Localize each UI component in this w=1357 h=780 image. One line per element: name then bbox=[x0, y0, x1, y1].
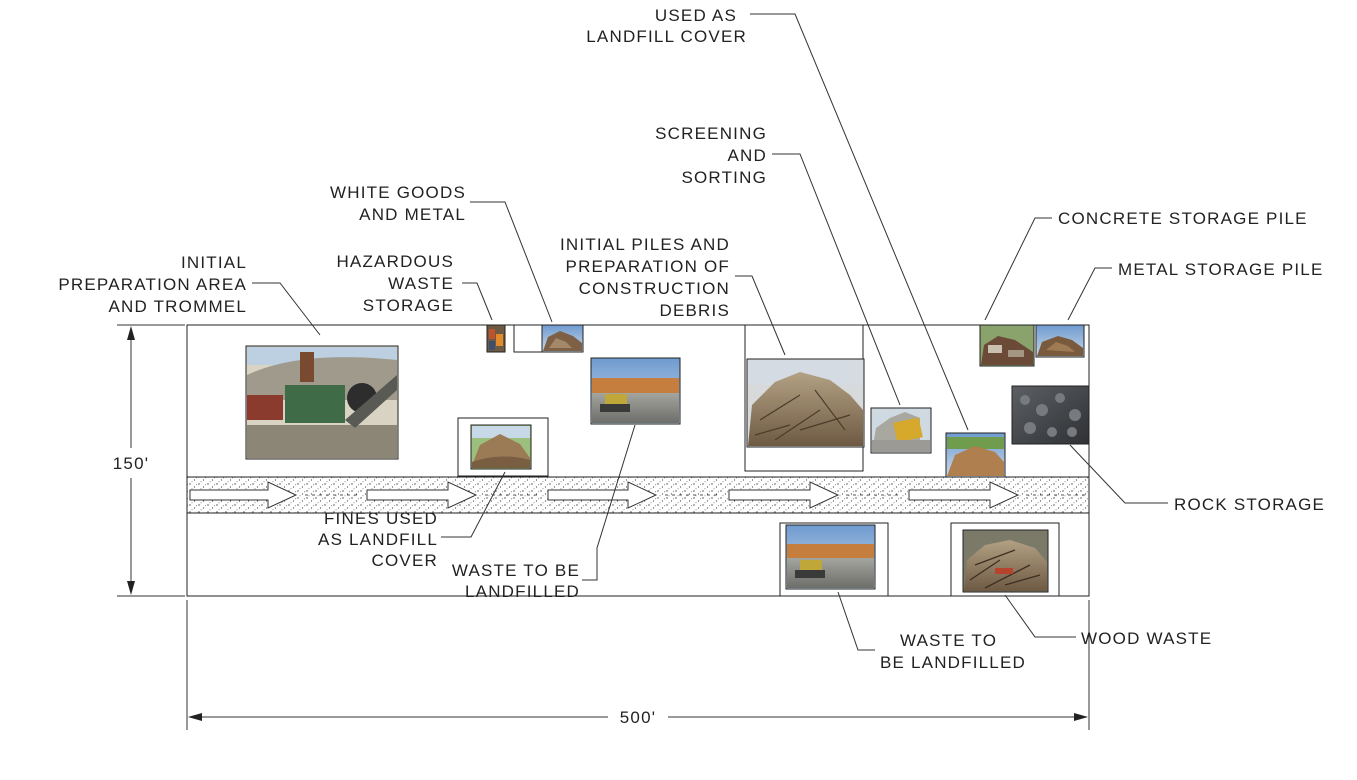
label-line: INITIAL bbox=[181, 253, 247, 272]
flow-arrow bbox=[547, 481, 658, 509]
leader-lines bbox=[252, 13, 1168, 651]
white-goods-photo bbox=[541, 324, 584, 353]
metal-photo bbox=[1035, 324, 1085, 358]
flow-arrow bbox=[189, 481, 298, 509]
width-dimension-label: 500' bbox=[620, 708, 656, 727]
storage-slot bbox=[513, 324, 543, 353]
label-line: SORTING bbox=[681, 168, 767, 187]
label-line: WASTE bbox=[388, 274, 454, 293]
waste-photo-lower bbox=[785, 524, 876, 590]
width-dimension bbox=[186, 600, 1090, 730]
label-hazardous-waste-storage: HAZARDOUS WASTE STORAGE bbox=[336, 252, 454, 315]
label-initial-piles: INITIAL PILES AND PREPARATION OF CONSTRU… bbox=[560, 235, 731, 320]
label-line: WOOD WASTE bbox=[1081, 629, 1212, 648]
landfill-cover-photo bbox=[945, 432, 1006, 478]
label-concrete-storage-pile: CONCRETE STORAGE PILE bbox=[1058, 209, 1308, 228]
flow-arrows bbox=[189, 481, 1020, 509]
concrete-photo bbox=[979, 324, 1035, 367]
label-line: AND TROMMEL bbox=[108, 297, 247, 316]
label-line: WHITE GOODS bbox=[330, 183, 466, 202]
label-line: HAZARDOUS bbox=[336, 252, 454, 271]
label-line: USED AS bbox=[655, 6, 737, 25]
label-line: COVER bbox=[372, 551, 438, 570]
label-white-goods-and-metal: WHITE GOODS AND METAL bbox=[330, 183, 466, 224]
flow-arrow bbox=[728, 481, 840, 509]
label-line: CONCRETE STORAGE PILE bbox=[1058, 209, 1308, 228]
label-waste-to-be-landfilled-left: WASTE TO BE LANDFILLED bbox=[452, 561, 580, 601]
hazardous-photo bbox=[486, 324, 506, 353]
flow-arrow bbox=[908, 481, 1020, 509]
height-dimension bbox=[117, 324, 185, 597]
flow-arrow bbox=[366, 481, 478, 509]
waste-photo-upper bbox=[590, 357, 681, 425]
label-line: AS LANDFILL bbox=[318, 530, 438, 549]
label-line: LANDFILLED bbox=[465, 582, 580, 601]
debris-photo bbox=[746, 358, 865, 448]
label-line: INITIAL PILES AND bbox=[560, 235, 730, 254]
label-line: CONSTRUCTION bbox=[579, 279, 730, 298]
label-line: FINES USED bbox=[324, 509, 438, 528]
label-used-as-landfill-cover: USED AS LANDFILL COVER bbox=[586, 6, 747, 46]
label-rock-storage: ROCK STORAGE bbox=[1174, 495, 1325, 514]
height-dimension-label: 150' bbox=[113, 454, 149, 473]
fines-photo bbox=[470, 424, 532, 470]
label-initial-preparation: INITIAL PREPARATION AREA AND TROMMEL bbox=[58, 253, 247, 316]
label-line: LANDFILL COVER bbox=[586, 27, 747, 46]
rock-photo bbox=[1011, 385, 1090, 445]
haul-road bbox=[186, 476, 1090, 514]
label-line: AND bbox=[728, 146, 768, 165]
label-line: STORAGE bbox=[363, 296, 454, 315]
label-line: AND METAL bbox=[359, 205, 466, 224]
label-screening-and-sorting: SCREENING AND SORTING bbox=[655, 124, 768, 187]
label-line: PREPARATION OF bbox=[566, 257, 730, 276]
wood-zone bbox=[950, 522, 1060, 597]
label-line: SCREENING bbox=[655, 124, 767, 143]
label-line: PREPARATION AREA bbox=[58, 275, 247, 294]
label-line: BE LANDFILLED bbox=[880, 653, 1026, 672]
label-line: METAL STORAGE PILE bbox=[1118, 260, 1324, 279]
label-line: ROCK STORAGE bbox=[1174, 495, 1325, 514]
label-wood-waste: WOOD WASTE bbox=[1081, 629, 1212, 648]
label-line: WASTE TO BE bbox=[452, 561, 580, 580]
trommel-photo bbox=[245, 345, 399, 460]
label-line: WASTE TO bbox=[900, 631, 997, 650]
label-metal-storage-pile: METAL STORAGE PILE bbox=[1118, 260, 1324, 279]
wood-photo bbox=[962, 529, 1049, 593]
label-waste-to-be-landfilled-right: WASTE TO BE LANDFILLED bbox=[880, 631, 1026, 672]
label-fines-used: FINES USED AS LANDFILL COVER bbox=[318, 509, 438, 570]
site-boundary bbox=[186, 324, 1090, 597]
waste-zone-lower bbox=[779, 522, 889, 597]
screening-photo bbox=[870, 407, 932, 454]
label-line: DEBRIS bbox=[660, 301, 731, 320]
